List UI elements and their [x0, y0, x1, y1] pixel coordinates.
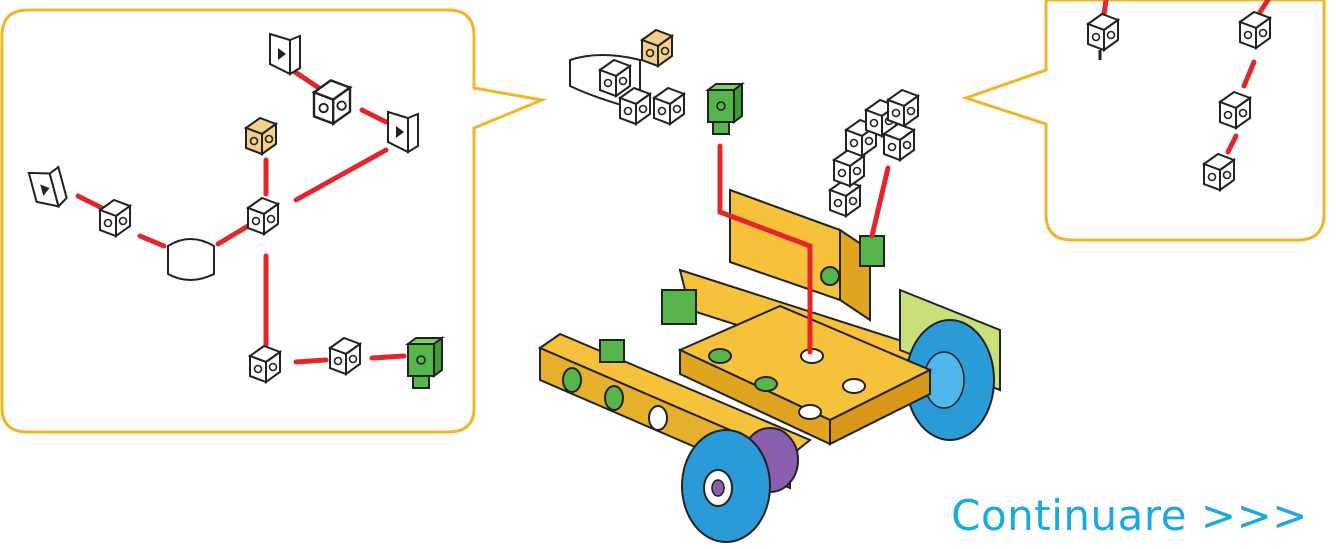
robot-head-assembly-icon	[570, 30, 742, 134]
curved-arm-assembly-icon	[830, 90, 918, 216]
continue-button[interactable]: Continuare >>>	[951, 495, 1308, 537]
round-cap-icon	[168, 239, 214, 280]
vehicle-assembly	[540, 30, 1000, 542]
blue-wheel-icon	[682, 428, 798, 542]
